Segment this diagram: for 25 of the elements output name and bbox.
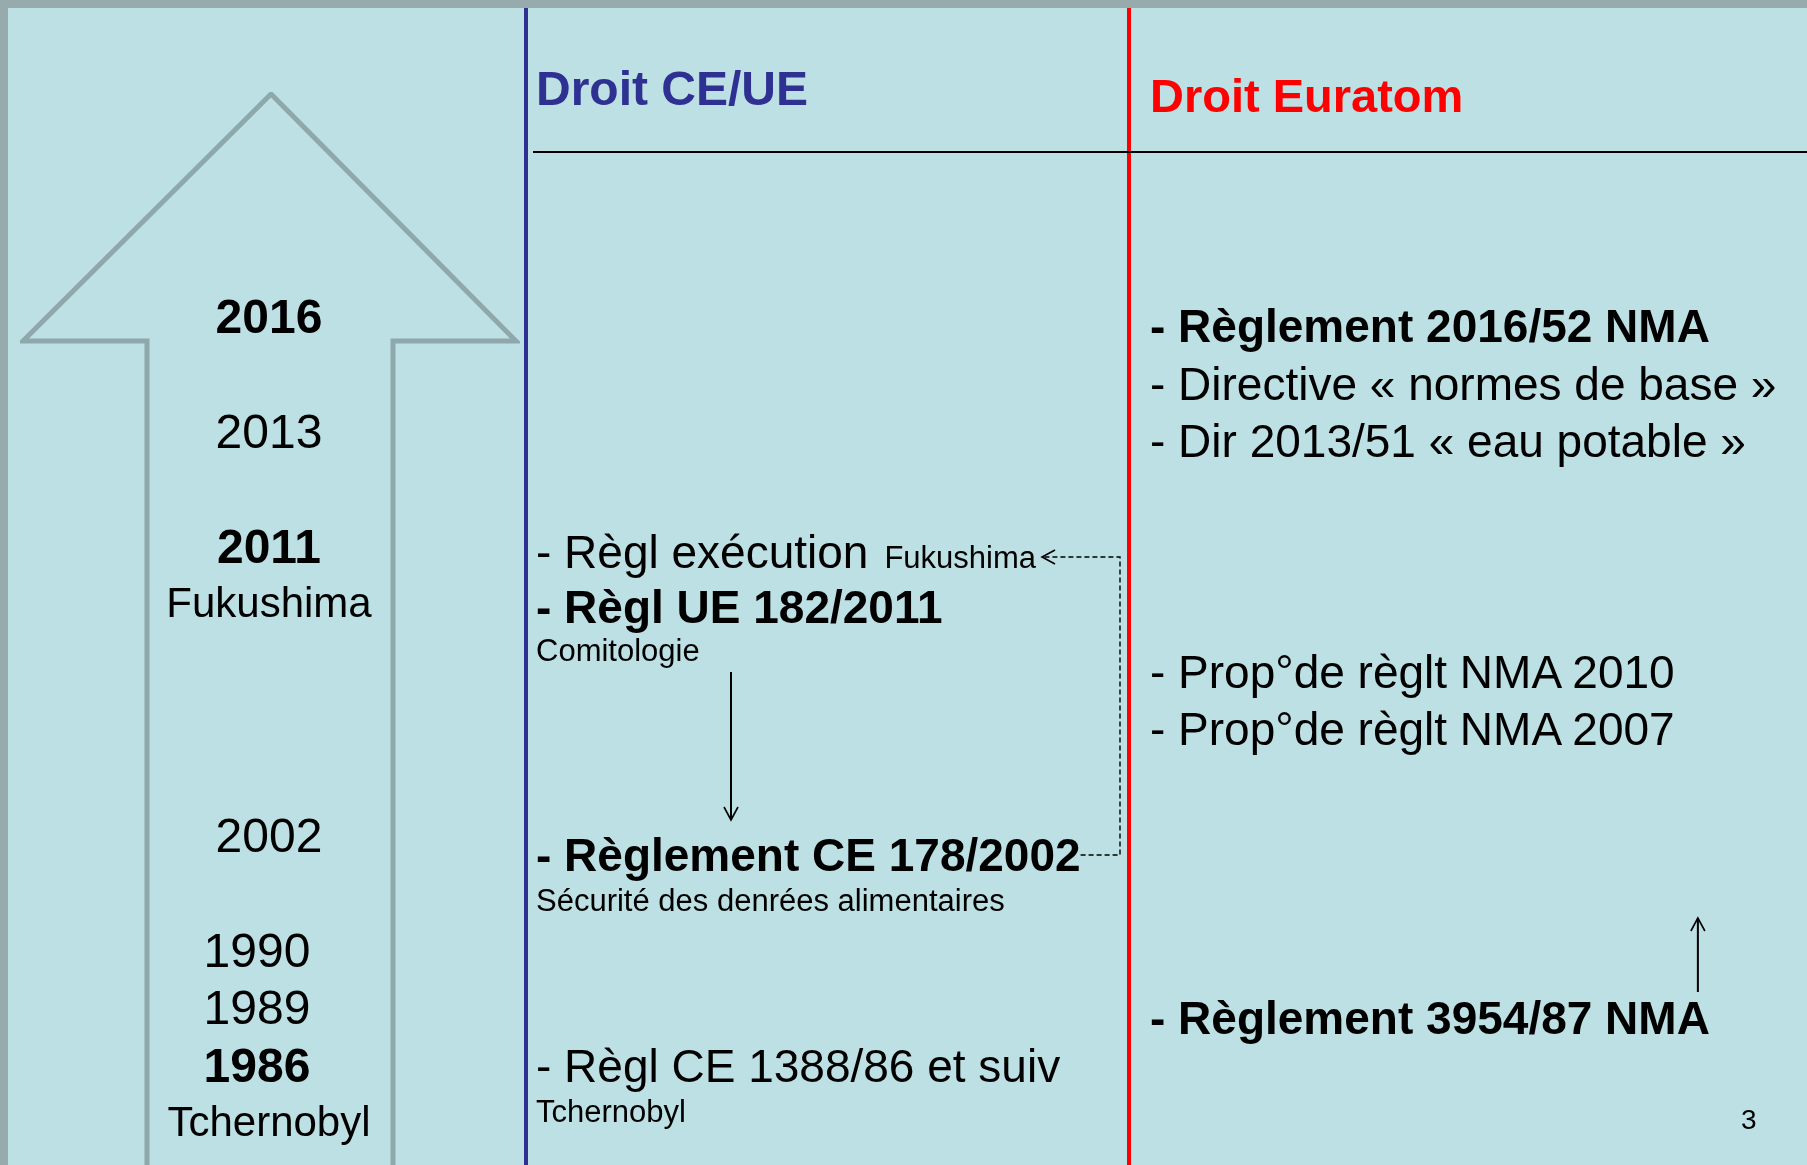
dashed-arrow <box>1041 549 1121 856</box>
year-label-bold: 1986 <box>203 1040 311 1092</box>
up-arrow-shape <box>20 92 520 1165</box>
regulation-text: - Règl exécution <box>536 525 869 580</box>
year-label-bold: 2016 <box>215 291 323 343</box>
year-label: 2013 <box>215 406 323 458</box>
column-heading: Droit Euratom <box>1150 72 1464 119</box>
year-label-bold: 2011 <box>216 521 322 573</box>
regulation-text: - Directive « normes de base » <box>1150 361 1777 407</box>
page-number: 3 <box>1741 1106 1757 1134</box>
regulation-note: Comitologie <box>536 633 701 670</box>
year-label: 1989 <box>203 982 311 1034</box>
year-label: 2002 <box>215 810 323 862</box>
regulation-note: Fukushima <box>884 539 1036 577</box>
regulation-text: - Règl UE 182/2011 <box>536 582 943 632</box>
arrow <box>1690 917 1706 993</box>
regulation-note: Sécurité des denrées alimentaires <box>536 882 1006 920</box>
year-label: Fukushima <box>166 581 372 625</box>
regulation-text: - Règlement 3954/87 NMA <box>1150 992 1710 1044</box>
arrow <box>723 671 739 821</box>
regulation-text: - Règlement CE 178/2002 <box>536 828 1081 882</box>
year-label: 1990 <box>203 925 311 977</box>
column-heading: Droit CE/UE <box>536 65 808 113</box>
year-label: Tchernobyl <box>167 1100 371 1144</box>
regulation-note: Tchernobyl <box>536 1096 686 1127</box>
